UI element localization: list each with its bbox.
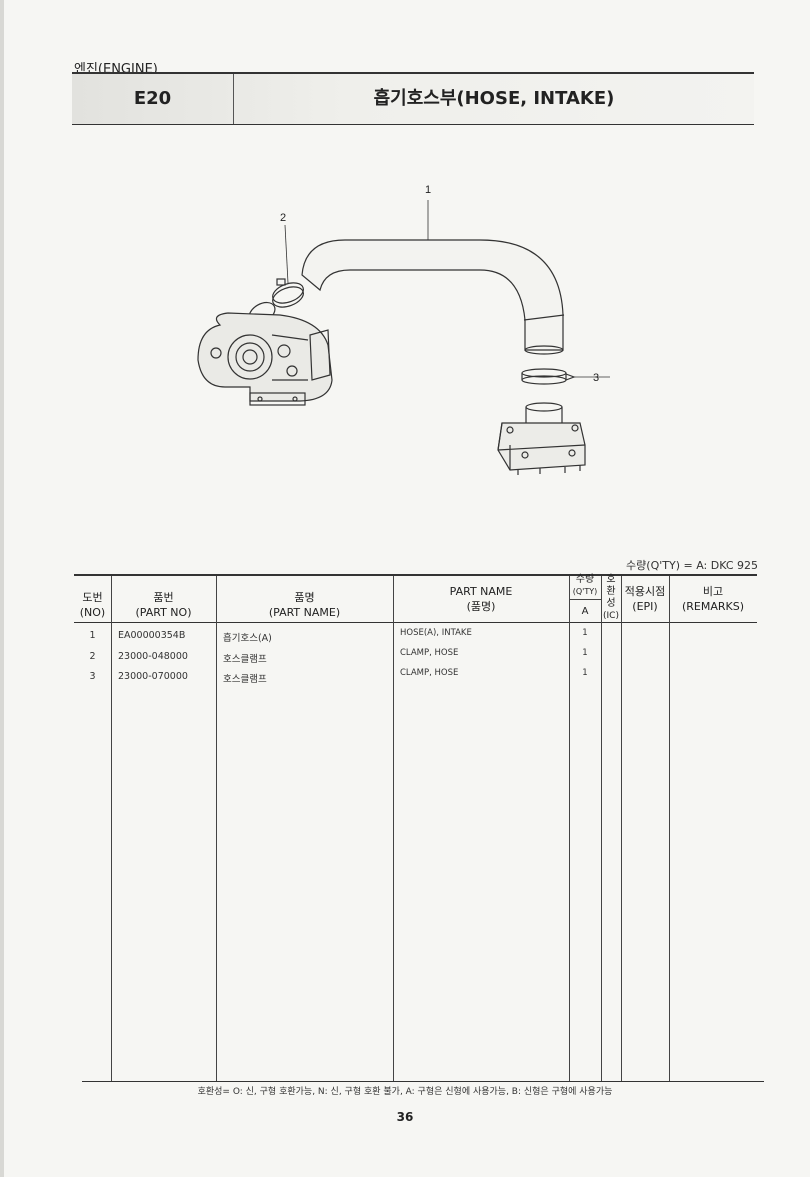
qty-note: 수량(Q'TY) = A: DKC 925 bbox=[626, 559, 758, 572]
callout-3: 3 bbox=[593, 372, 599, 384]
col-divider bbox=[216, 576, 217, 1081]
header-epi: 적용시점 (EPI) bbox=[624, 585, 666, 613]
row-name-ko: 흡기호스(A) bbox=[223, 633, 272, 644]
header-ic: 호 환 성 (IC) bbox=[603, 574, 619, 621]
header-qty-a: A bbox=[581, 606, 589, 617]
col-divider bbox=[569, 576, 570, 1081]
table-bottom-rule bbox=[82, 1081, 764, 1082]
header-part-name-en: PART NAME (품명) bbox=[449, 585, 513, 613]
row-part-no: 23000-048000 bbox=[118, 651, 188, 662]
header-rule-top bbox=[72, 72, 754, 74]
qty-sub-rule bbox=[569, 599, 601, 600]
page-number: 36 bbox=[396, 1110, 414, 1124]
header-divider bbox=[233, 74, 234, 124]
row-qty: 1 bbox=[582, 628, 588, 638]
footer-note: 호환성= O: 신, 구형 호환가능, N: 신, 구형 호환 불가, A: 구… bbox=[197, 1087, 613, 1097]
row-name-ko: 호스클램프 bbox=[223, 654, 267, 665]
section-code: E20 bbox=[133, 88, 172, 109]
intake-hose-drawing bbox=[301, 239, 564, 351]
row-name-en: CLAMP, HOSE bbox=[400, 648, 459, 658]
callout-1: 1 bbox=[425, 184, 431, 196]
page-title: 흡기호스부(HOSE, INTAKE) bbox=[373, 88, 615, 109]
col-divider bbox=[393, 576, 394, 1081]
row-name-ko: 호스클램프 bbox=[223, 674, 267, 685]
row-name-en: CLAMP, HOSE bbox=[400, 668, 459, 678]
row-no: 2 bbox=[89, 651, 96, 662]
header-box bbox=[72, 74, 754, 124]
row-part-no: 23000-070000 bbox=[118, 671, 188, 682]
header-part-name-ko: 품명 (PART NAME) bbox=[268, 591, 341, 619]
row-no: 3 bbox=[89, 671, 96, 682]
row-qty: 1 bbox=[582, 648, 588, 658]
header-remarks: 비고 (REMARKS) bbox=[681, 585, 745, 613]
air-housing-drawing bbox=[497, 402, 586, 475]
row-name-en: HOSE(A), INTAKE bbox=[400, 628, 472, 638]
row-no: 1 bbox=[89, 630, 96, 641]
header-no: 도번 (NO) bbox=[79, 591, 106, 619]
col-divider bbox=[111, 576, 112, 1081]
col-divider bbox=[601, 576, 602, 1081]
col-divider bbox=[669, 576, 670, 1081]
parts-diagram: 1 2 3 bbox=[197, 184, 610, 475]
turbocharger-drawing bbox=[197, 301, 333, 406]
header-qty: 수량 (Q'TY) bbox=[572, 574, 598, 596]
page-edge bbox=[0, 0, 4, 1177]
hose-clamp-lower-drawing bbox=[521, 368, 576, 385]
callout-2: 2 bbox=[280, 212, 286, 224]
header-rule-bottom bbox=[72, 124, 754, 125]
row-qty: 1 bbox=[582, 668, 588, 678]
table-top-rule bbox=[74, 574, 757, 576]
row-part-no: EA00000354B bbox=[118, 630, 186, 641]
header-part-no: 품번 (PART NO) bbox=[135, 591, 192, 619]
table-header-rule bbox=[74, 622, 757, 623]
hose-clamp-upper-drawing bbox=[272, 278, 304, 308]
col-divider bbox=[621, 576, 622, 1081]
